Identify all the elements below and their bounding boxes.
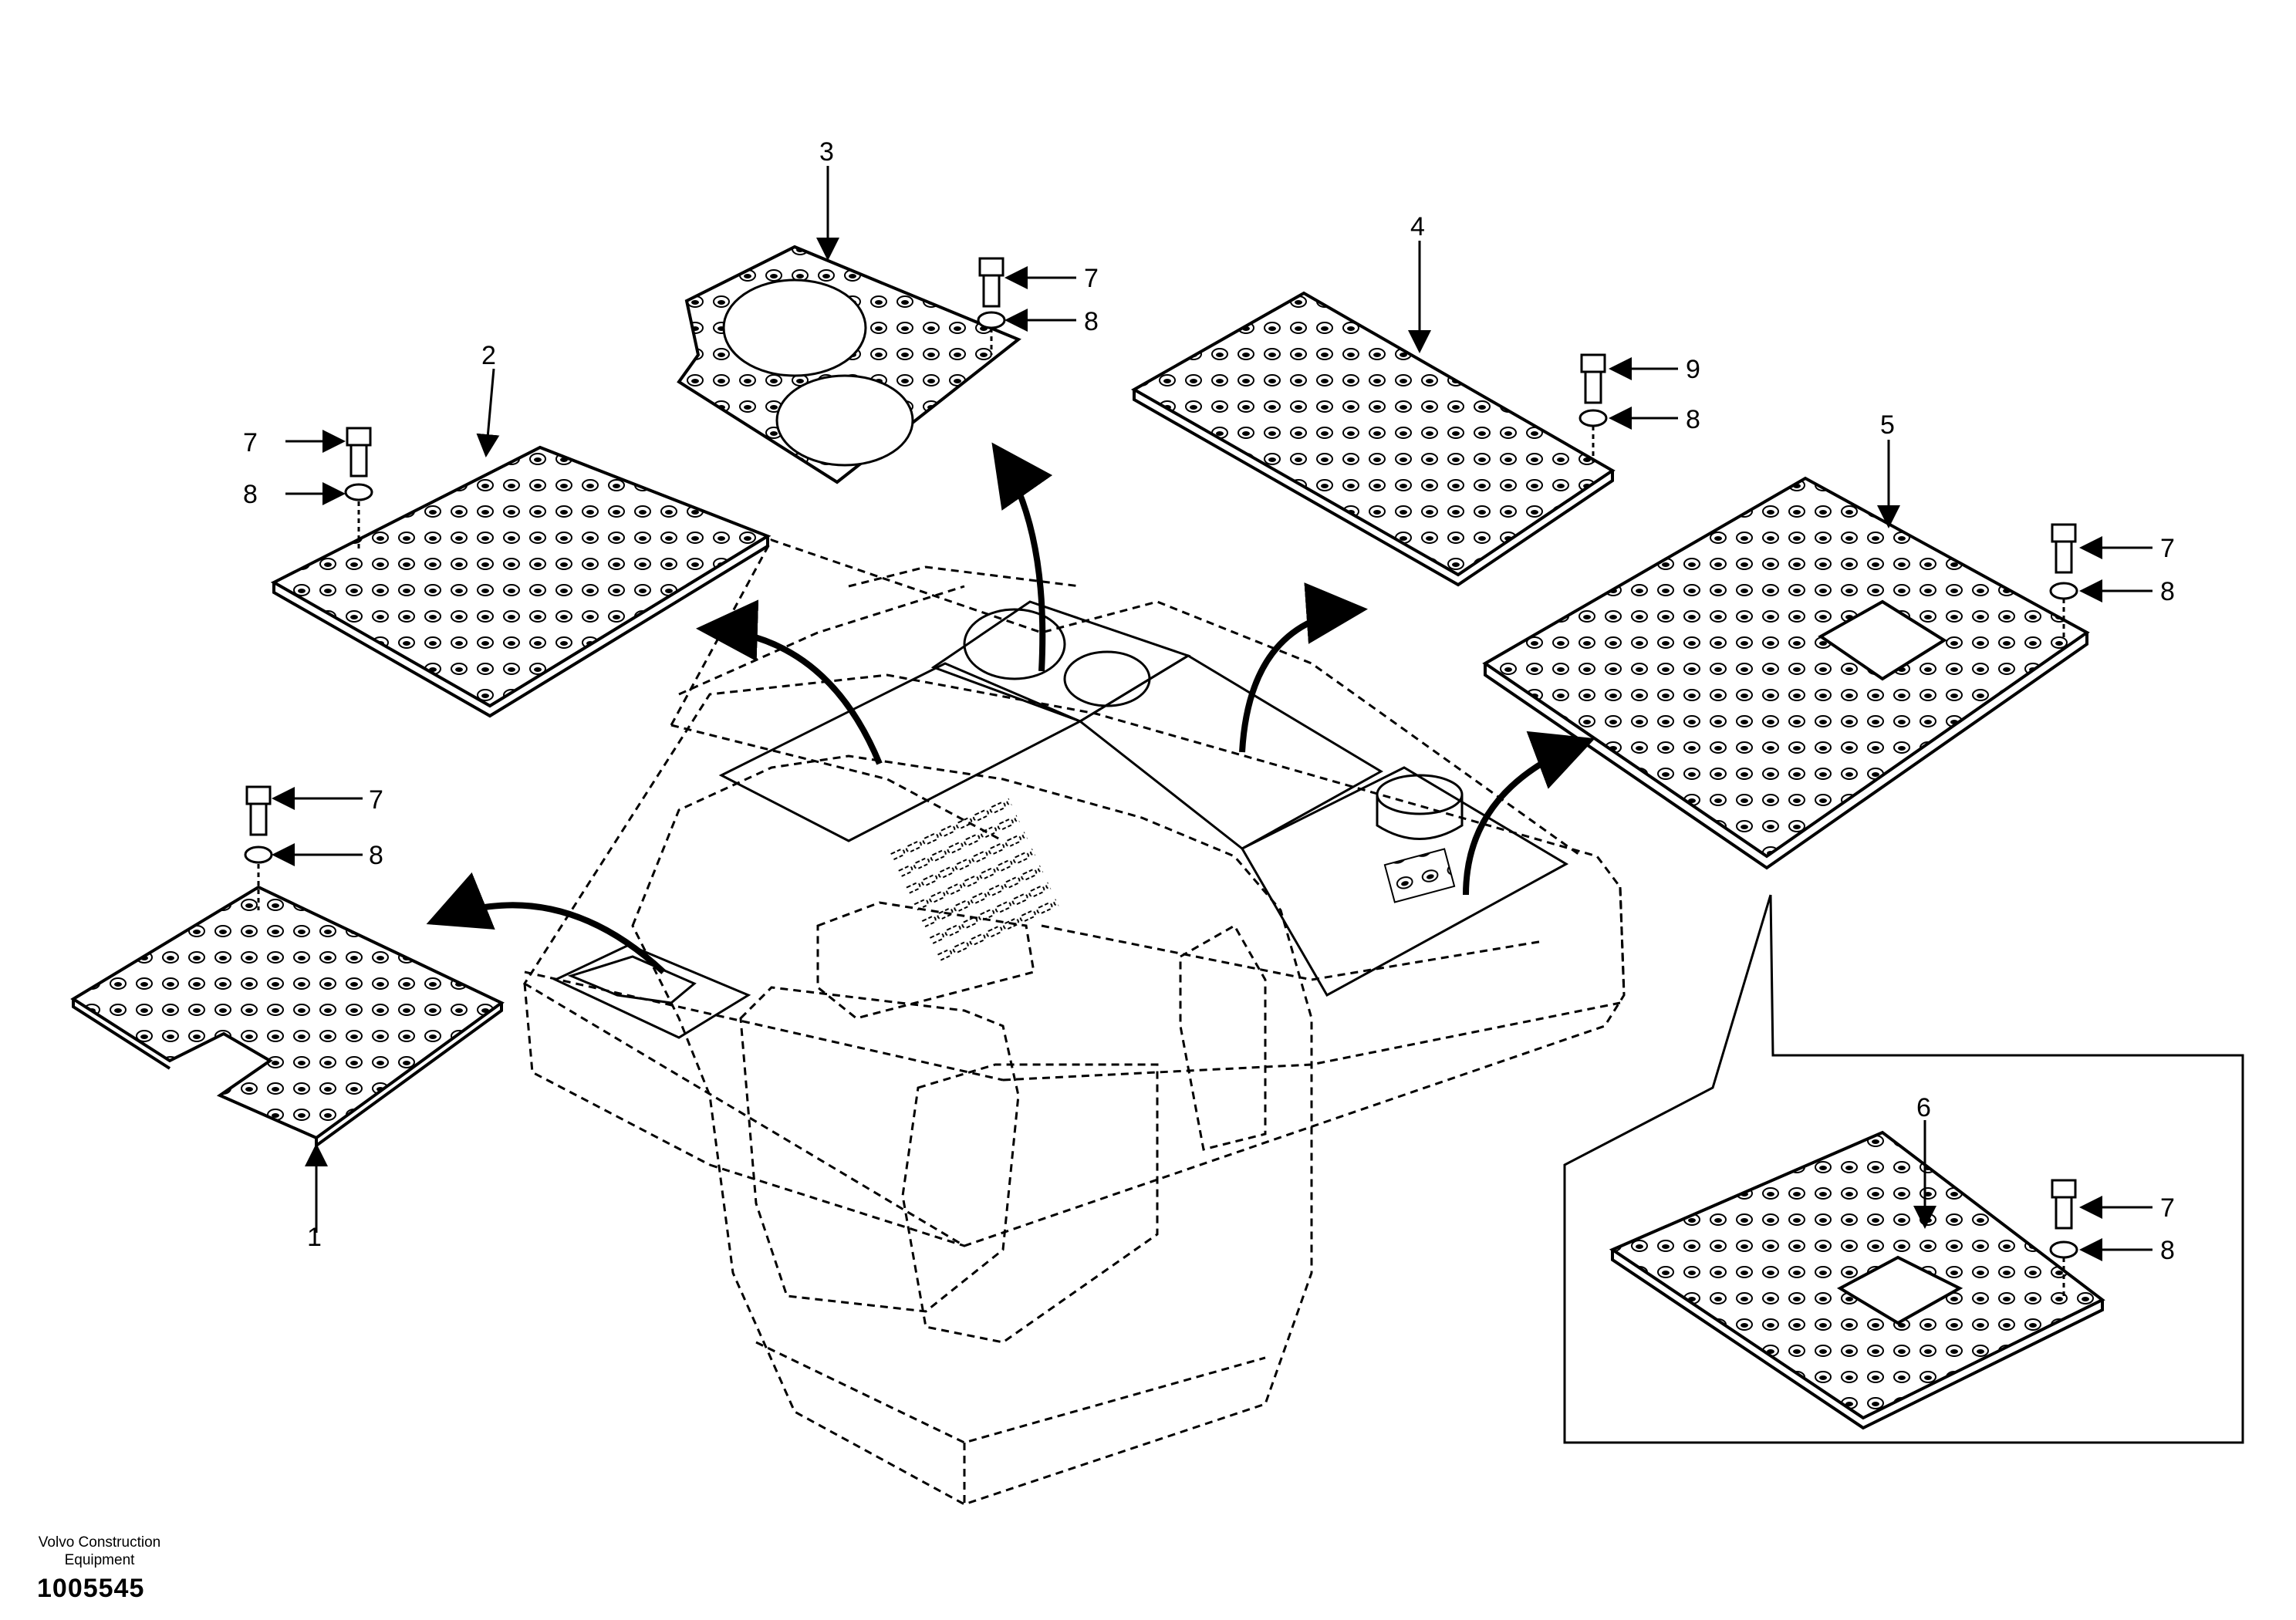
callout-6: 6 (1916, 1093, 1931, 1122)
cover-plate-3 (677, 245, 1021, 484)
callout-8-washer-plate-4: 8 (1686, 405, 1700, 434)
fastener-axes (257, 328, 2065, 1296)
brand-line-1: Volvo Construction (38, 1534, 161, 1551)
callout-5: 5 (1880, 410, 1895, 440)
mounted-covers (552, 600, 1569, 1039)
cover-plate-6 (1609, 1130, 2105, 1430)
cover-plate-2 (270, 445, 772, 718)
callout-4: 4 (1410, 212, 1425, 241)
detail-inset (1563, 894, 2244, 1444)
callout-8-washer-plate-6: 8 (2160, 1236, 2175, 1265)
cover-plate-4 (1130, 291, 1616, 587)
callout-8-washer-plate-5: 8 (2160, 577, 2175, 606)
machine-body (522, 538, 1626, 1506)
brand-line-2: Equipment (64, 1552, 135, 1568)
document-number: 1005545 (37, 1574, 145, 1603)
callout-9-bolt-plate-4: 9 (1686, 355, 1700, 384)
footer: Volvo Construction Equipment 1005545 (11, 1534, 188, 1603)
leader-lines (272, 166, 2152, 1261)
callout-8-washer-plate-2: 8 (243, 480, 258, 509)
callout-8-washer-plate-3: 8 (1084, 307, 1099, 336)
callout-7-bolt-plate-5: 7 (2160, 534, 2175, 563)
callout-8-washer-plate-1: 8 (369, 841, 383, 870)
callout-7-bolt-plate-2: 7 (243, 428, 258, 457)
roof-vents (889, 796, 1063, 970)
removal-arrows (426, 442, 1595, 974)
callout-7-bolt-plate-6: 7 (2160, 1193, 2175, 1223)
callout-3: 3 (819, 137, 834, 167)
cover-plate-5 (1482, 476, 2090, 870)
callout-7-bolt-plate-1: 7 (369, 785, 383, 815)
cover-plate-1 (70, 885, 505, 1149)
callout-1: 1 (307, 1223, 322, 1252)
callout-7-bolt-plate-3: 7 (1084, 264, 1099, 293)
bolts-and-washers (244, 257, 2078, 1259)
callout-2: 2 (481, 341, 496, 370)
